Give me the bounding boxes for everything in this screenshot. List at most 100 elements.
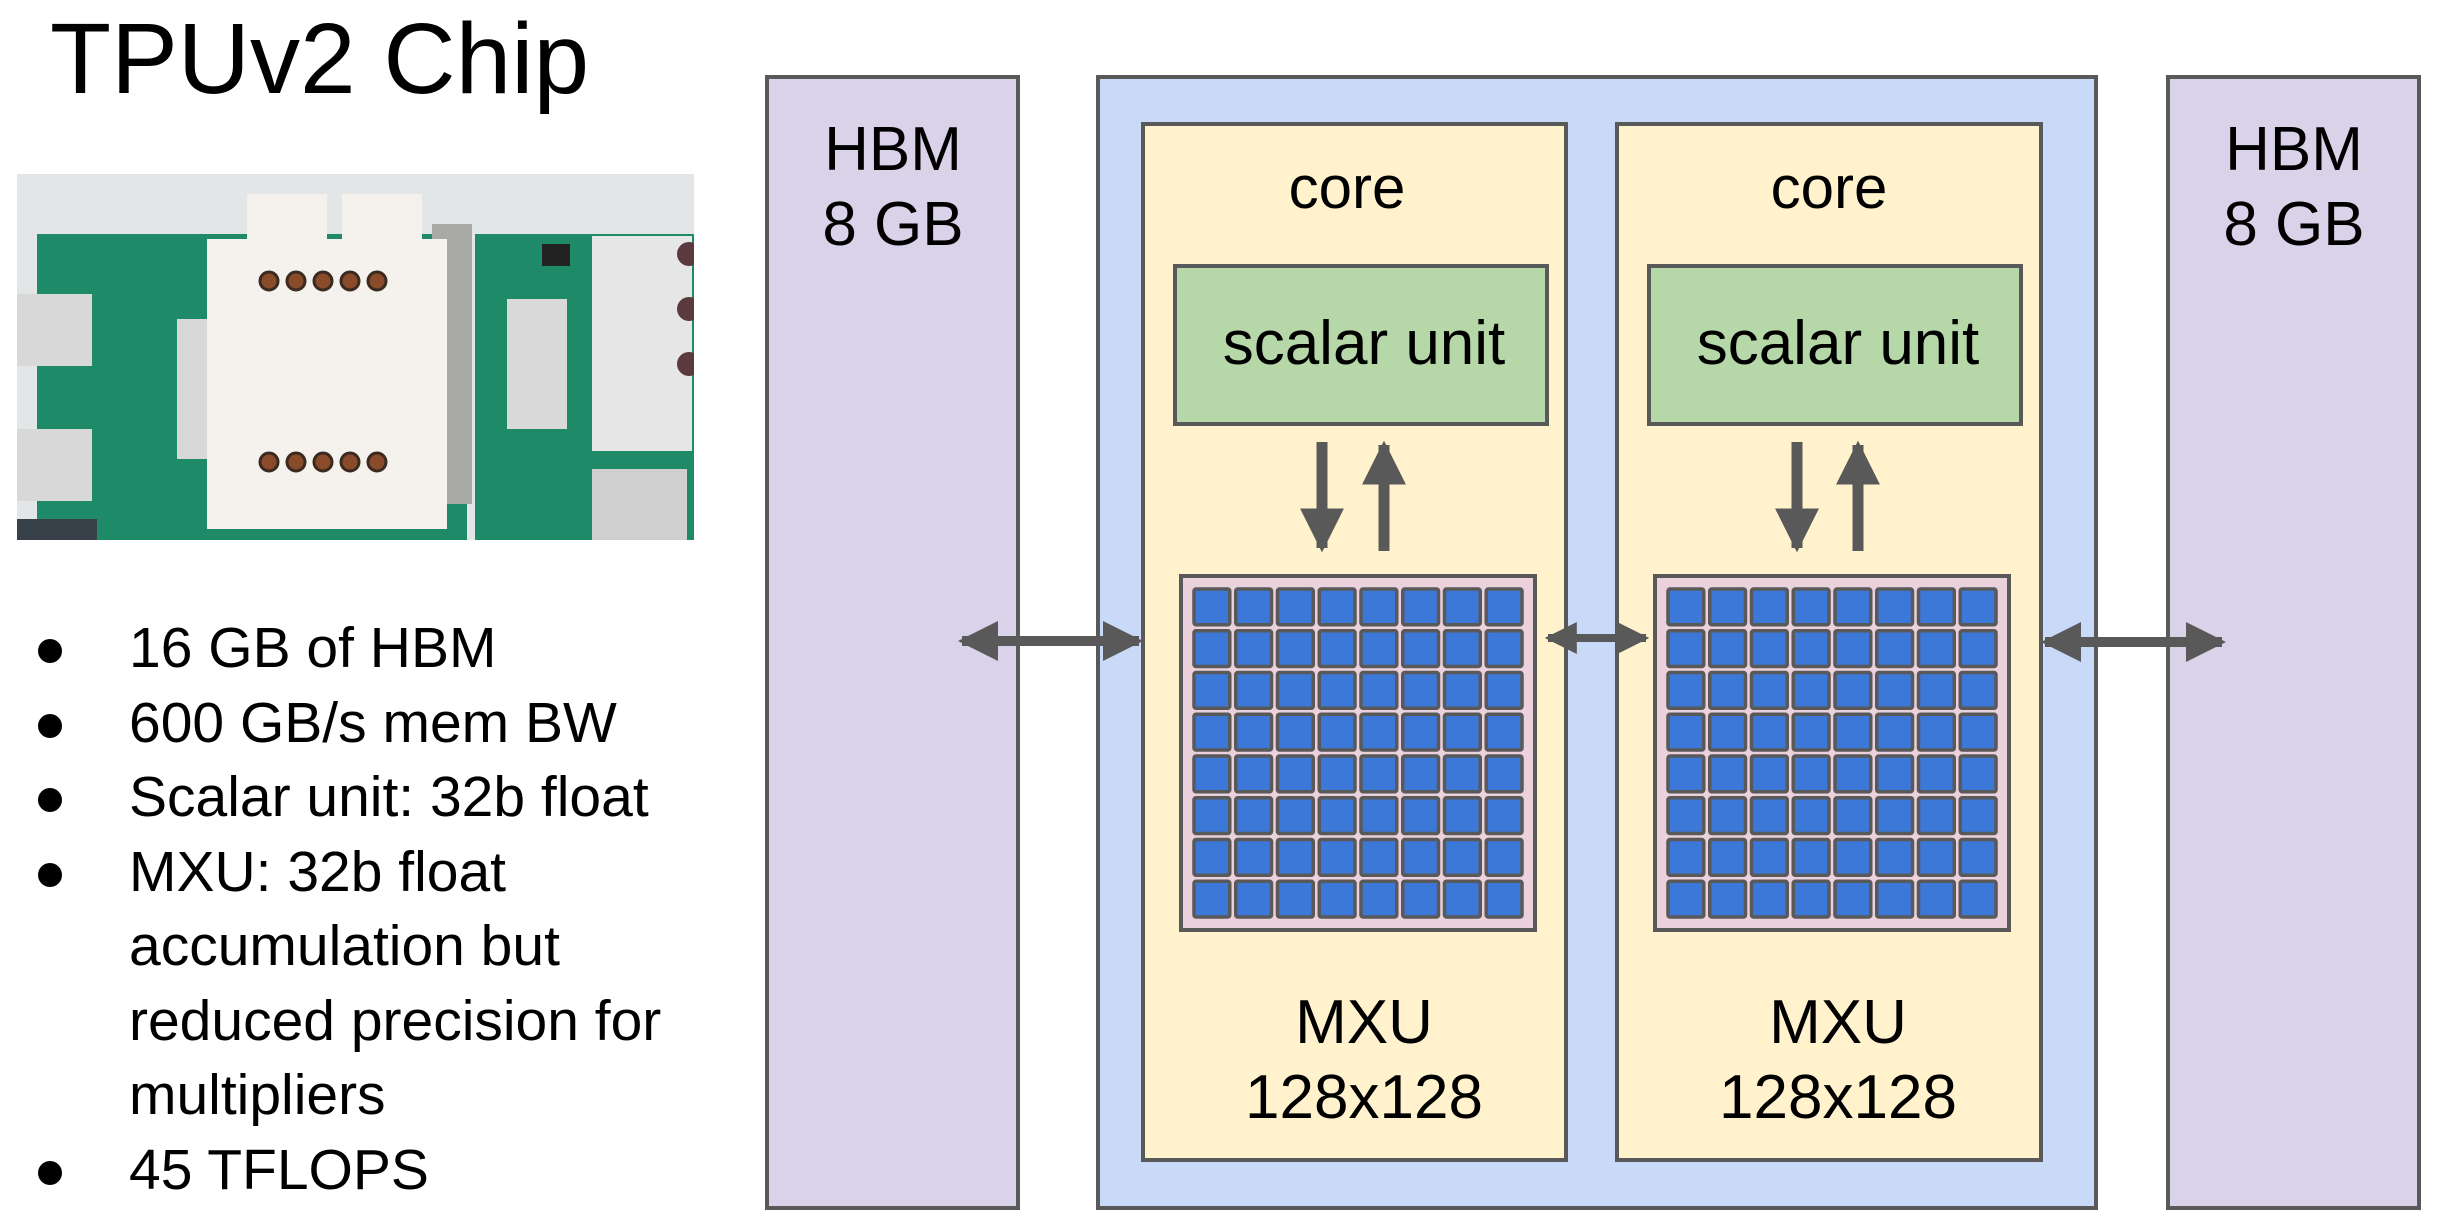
mxu-cell <box>1192 879 1232 919</box>
mxu-cell <box>1875 587 1915 627</box>
bullet-text: 16 GB of HBM <box>129 616 497 680</box>
mxu-2-label: MXU <box>1769 988 1907 1057</box>
mxu-cell <box>1401 879 1441 919</box>
mxu-cell <box>1708 754 1748 794</box>
mxu-cell <box>1875 879 1915 919</box>
core-2-label: core <box>1771 154 1888 221</box>
mxu-2 <box>1653 574 2011 932</box>
mxu-cell <box>1749 879 1789 919</box>
mxu-cell <box>1916 670 1956 710</box>
mxu-cell <box>1192 837 1232 877</box>
mxu-cell <box>1442 587 1482 627</box>
bullet-item: Scalar unit: 32b float <box>0 760 729 835</box>
mxu-cell <box>1708 587 1748 627</box>
mxu-cell <box>1708 879 1748 919</box>
mxu-cell <box>1958 879 1998 919</box>
mxu-cell <box>1916 712 1956 752</box>
bullet-text: 45 TFLOPS <box>129 1137 429 1202</box>
hbm-left-label: HBM <box>824 115 962 184</box>
mxu-cell <box>1317 670 1357 710</box>
mxu-cell <box>1234 670 1274 710</box>
mxu-cell <box>1442 796 1482 836</box>
mxu-cell <box>1234 587 1274 627</box>
mxu-cell <box>1958 629 1998 669</box>
mxu-cell <box>1875 837 1915 877</box>
mxu-cell <box>1359 670 1399 710</box>
scalar-unit-1-label: scalar unit <box>1223 309 1506 378</box>
mxu-cell <box>1791 629 1831 669</box>
mxu-cell <box>1666 587 1706 627</box>
mxu-box <box>1179 574 1537 932</box>
mxu-cell <box>1916 796 1956 836</box>
mxu-cell <box>1749 712 1789 752</box>
mxu-1-size: 128x128 <box>1245 1063 1483 1132</box>
mxu-cell <box>1442 879 1482 919</box>
mxu-cell <box>1359 587 1399 627</box>
mxu-cell <box>1359 754 1399 794</box>
bullet-dot-icon <box>38 862 62 887</box>
mxu-cell <box>1833 587 1873 627</box>
bullet-text: MXU: 32b float accumulation but reduced … <box>129 839 662 1128</box>
mxu-cell <box>1749 670 1789 710</box>
mxu-cell <box>1833 879 1873 919</box>
mxu-cell <box>1875 629 1915 669</box>
spec-bullet-list: 16 GB of HBM 600 GB/s mem BW Scalar unit… <box>0 611 729 1207</box>
mxu-cell <box>1317 587 1357 627</box>
bullet-text: Scalar unit: 32b float <box>129 765 649 829</box>
mxu-cell <box>1192 712 1232 752</box>
mxu-cell <box>1484 587 1524 627</box>
mxu-cell <box>1708 629 1748 669</box>
mxu-cell <box>1234 754 1274 794</box>
mxu-cell <box>1317 629 1357 669</box>
hbm-right-label: HBM <box>2225 115 2363 184</box>
mxu-cell <box>1666 629 1706 669</box>
mxu-cell <box>1791 796 1831 836</box>
mxu-cell <box>1833 796 1873 836</box>
mxu-cell <box>1875 670 1915 710</box>
mxu-cell <box>1958 754 1998 794</box>
mxu-cell <box>1275 796 1315 836</box>
mxu-cell <box>1442 754 1482 794</box>
mxu-cell <box>1442 670 1482 710</box>
mxu-cell <box>1791 879 1831 919</box>
mxu-cell <box>1234 796 1274 836</box>
mxu-cell <box>1192 754 1232 794</box>
mxu-cell <box>1401 837 1441 877</box>
mxu-cell <box>1401 712 1441 752</box>
mxu-box <box>1653 574 2011 932</box>
mxu-cell <box>1484 796 1524 836</box>
mxu-cell <box>1749 587 1789 627</box>
bullet-item: 45 TFLOPS <box>0 1133 729 1208</box>
mxu-cell <box>1192 796 1232 836</box>
scalar-unit-2-label: scalar unit <box>1697 309 1980 378</box>
mxu-cell <box>1275 837 1315 877</box>
mxu-cell <box>1234 629 1274 669</box>
mxu-cell <box>1234 712 1274 752</box>
bullet-item: 600 GB/s mem BW <box>0 686 729 761</box>
mxu-cell <box>1359 629 1399 669</box>
mxu-cell <box>1666 879 1706 919</box>
mxu-1-label: MXU <box>1295 988 1433 1057</box>
mxu-cell <box>1833 670 1873 710</box>
mxu-cell <box>1916 879 1956 919</box>
mxu-cell <box>1442 629 1482 669</box>
mxu-cell <box>1833 712 1873 752</box>
mxu-cell <box>1317 796 1357 836</box>
mxu-2-size: 128x128 <box>1719 1063 1957 1132</box>
mxu-cell <box>1916 629 1956 669</box>
mxu-cell <box>1916 754 1956 794</box>
mxu-cell <box>1442 837 1482 877</box>
mxu-cell <box>1833 837 1873 877</box>
mxu-cell <box>1791 837 1831 877</box>
mxu-cell <box>1275 754 1315 794</box>
core-1: core scalar unit MXU 128x128 <box>1141 122 1568 1162</box>
mxu-cell <box>1791 754 1831 794</box>
circuit-board-photo-icon <box>17 174 694 540</box>
mxu-cell <box>1749 629 1789 669</box>
mxu-cell <box>1359 879 1399 919</box>
mxu-cell <box>1484 837 1524 877</box>
mxu-cell <box>1666 796 1706 836</box>
mxu-cell <box>1275 712 1315 752</box>
core-2: core scalar unit MXU 128x128 <box>1615 122 2043 1162</box>
mxu-cell <box>1484 879 1524 919</box>
